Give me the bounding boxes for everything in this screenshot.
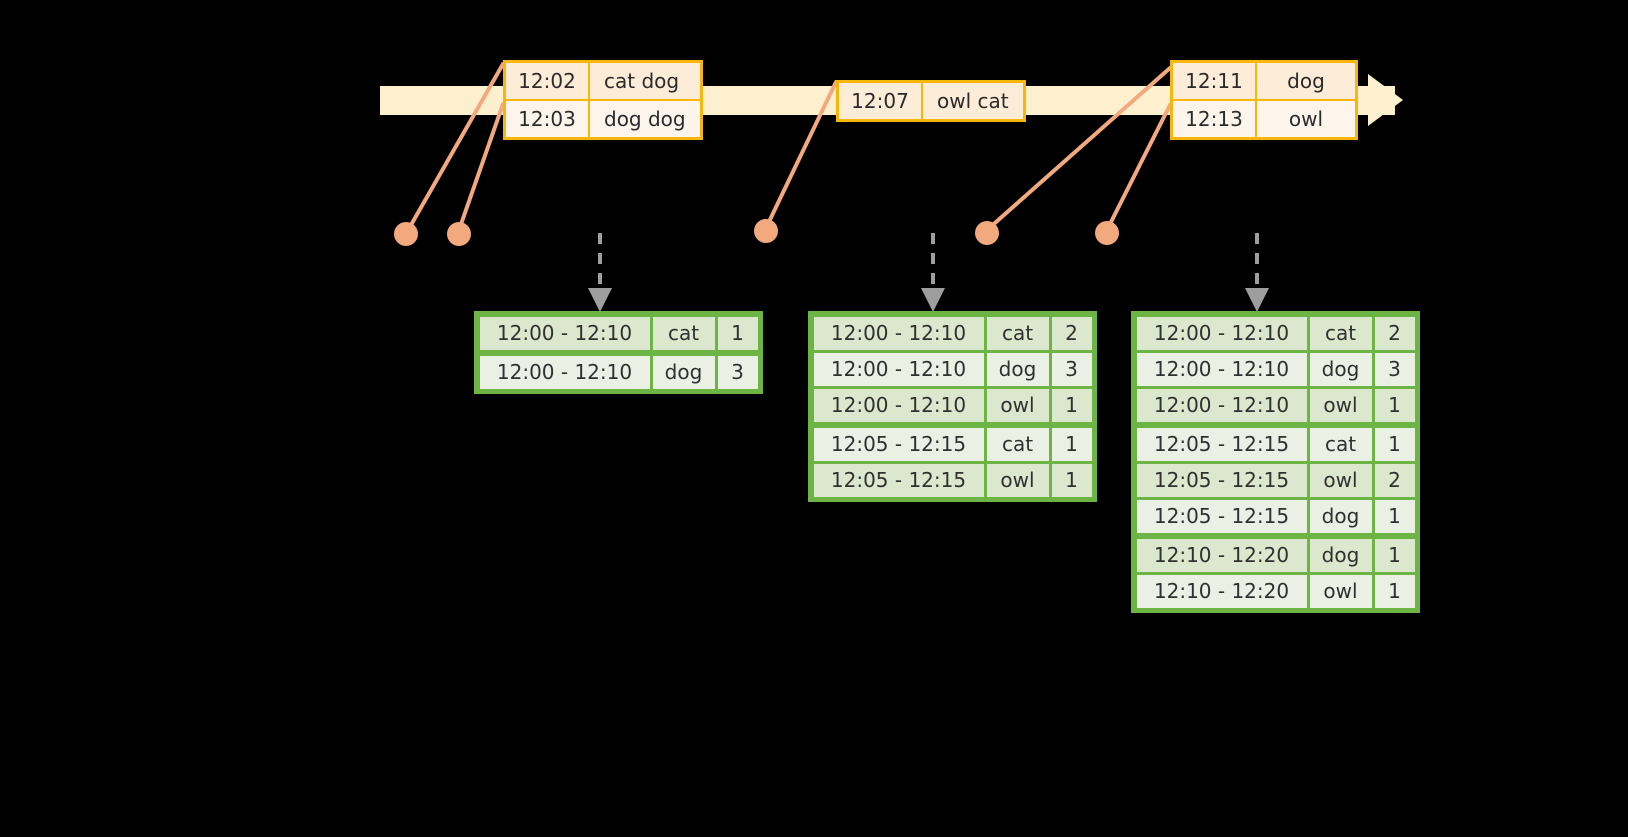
result-count: 2 [1374, 463, 1415, 497]
table-row: 12:00 - 12:10 cat 1 [478, 315, 759, 354]
table-row: 12:00 - 12:10 dog 3 [812, 351, 1093, 387]
result-count: 1 [1374, 388, 1415, 422]
result-key: dog [1309, 352, 1372, 386]
table-row: 12:00 - 12:10 cat 2 [1135, 315, 1416, 351]
result-window: 12:00 - 12:10 [813, 388, 984, 422]
table-row: 12:10 - 12:20 dog 1 [1135, 537, 1416, 573]
table-row: 12:00 - 12:10 dog 3 [478, 354, 759, 390]
event-row: 12:13 owl [1173, 99, 1355, 137]
table-row: 12:05 - 12:15 dog 1 [1135, 498, 1416, 537]
event-words: owl [1288, 107, 1324, 131]
result-count: 3 [1374, 352, 1415, 386]
result-window: 12:10 - 12:20 [1136, 574, 1307, 608]
result-count: 3 [1051, 352, 1092, 386]
result-count: 1 [1374, 574, 1415, 608]
result-window: 12:00 - 12:10 [1136, 388, 1307, 422]
event-row: 12:02 cat dog [506, 63, 700, 99]
result-key: cat [652, 316, 715, 350]
table-row: 12:05 - 12:15 cat 1 [812, 426, 1093, 462]
event-table-2: 12:07 owl cat [836, 80, 1026, 122]
result-key: dog [1309, 499, 1372, 533]
event-words: dog [1287, 69, 1325, 93]
result-key: dog [1309, 538, 1372, 572]
result-window: 12:05 - 12:15 [813, 427, 984, 461]
event-table-1: 12:02 cat dog 12:03 dog dog [503, 60, 703, 140]
result-window: 12:00 - 12:10 [813, 352, 984, 386]
down-arrow-head-2 [921, 288, 945, 312]
result-window: 12:05 - 12:15 [1136, 499, 1307, 533]
event-dot-2 [447, 222, 471, 246]
result-key: owl [1309, 388, 1372, 422]
result-count: 1 [1051, 388, 1092, 422]
result-key: dog [652, 355, 715, 389]
result-key: cat [986, 427, 1049, 461]
result-key: dog [986, 352, 1049, 386]
result-key: owl [1309, 574, 1372, 608]
event-time: 12:07 [839, 83, 923, 119]
result-table-2: 12:00 - 12:10 cat 2 12:00 - 12:10 dog 3 … [808, 311, 1097, 502]
event-row: 12:07 owl cat [839, 83, 1023, 119]
event-table-3: 12:11 dog 12:13 owl [1170, 60, 1358, 140]
event-words: dog dog [604, 107, 686, 131]
result-count: 1 [717, 316, 758, 350]
event-row: 12:11 dog [1173, 63, 1355, 99]
event-time: 12:13 [1173, 101, 1257, 137]
timeline-arrowhead-icon [1368, 74, 1403, 126]
result-count: 1 [1051, 427, 1092, 461]
result-key: cat [986, 316, 1049, 350]
table-row: 12:05 - 12:15 owl 1 [812, 462, 1093, 498]
result-count: 2 [1374, 316, 1415, 350]
result-window: 12:00 - 12:10 [479, 316, 650, 350]
event-time: 12:02 [506, 63, 590, 99]
result-count: 3 [717, 355, 758, 389]
result-window: 12:00 - 12:10 [479, 355, 650, 389]
event-dot-1 [394, 222, 418, 246]
result-window: 12:00 - 12:10 [1136, 352, 1307, 386]
event-dot-5 [1095, 221, 1119, 245]
event-dot-3 [754, 219, 778, 243]
result-window: 12:00 - 12:10 [813, 316, 984, 350]
result-window: 12:00 - 12:10 [1136, 316, 1307, 350]
event-time: 12:11 [1173, 63, 1257, 99]
result-key: cat [1309, 427, 1372, 461]
result-table-3: 12:00 - 12:10 cat 2 12:00 - 12:10 dog 3 … [1131, 311, 1420, 613]
connector-line-5 [1105, 103, 1172, 232]
table-row: 12:05 - 12:15 cat 1 [1135, 426, 1416, 462]
event-words: cat dog [604, 69, 680, 93]
connector-line-2 [457, 102, 505, 232]
event-words: owl cat [937, 89, 1009, 113]
result-window: 12:10 - 12:20 [1136, 538, 1307, 572]
result-key: owl [1309, 463, 1372, 497]
result-key: owl [986, 463, 1049, 497]
down-arrow-head-1 [588, 288, 612, 312]
result-window: 12:05 - 12:15 [1136, 427, 1307, 461]
result-count: 1 [1374, 538, 1415, 572]
result-key: cat [1309, 316, 1372, 350]
result-count: 1 [1374, 499, 1415, 533]
result-key: owl [986, 388, 1049, 422]
table-row: 12:00 - 12:10 owl 1 [812, 387, 1093, 426]
table-row: 12:05 - 12:15 owl 2 [1135, 462, 1416, 498]
event-row: 12:03 dog dog [506, 99, 700, 137]
down-arrow-head-3 [1245, 288, 1269, 312]
result-table-1: 12:00 - 12:10 cat 1 12:00 - 12:10 dog 3 [474, 311, 763, 394]
table-row: 12:00 - 12:10 owl 1 [1135, 387, 1416, 426]
result-window: 12:05 - 12:15 [1136, 463, 1307, 497]
result-count: 1 [1051, 463, 1092, 497]
result-count: 2 [1051, 316, 1092, 350]
result-window: 12:05 - 12:15 [813, 463, 984, 497]
table-row: 12:00 - 12:10 cat 2 [812, 315, 1093, 351]
event-dot-4 [975, 221, 999, 245]
event-time: 12:03 [506, 101, 590, 137]
result-count: 1 [1374, 427, 1415, 461]
table-row: 12:00 - 12:10 dog 3 [1135, 351, 1416, 387]
table-row: 12:10 - 12:20 owl 1 [1135, 573, 1416, 609]
